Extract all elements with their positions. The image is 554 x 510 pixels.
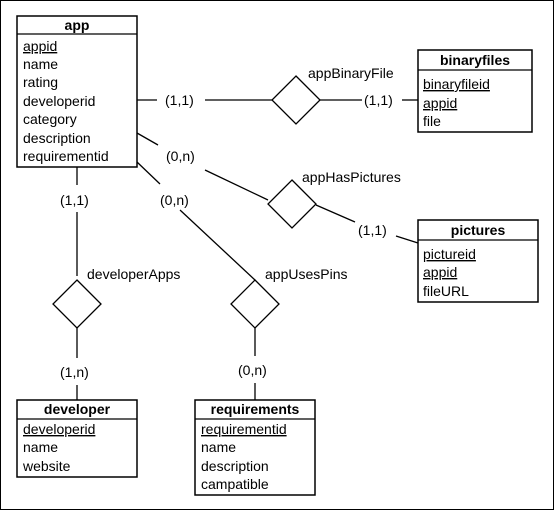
- attribute-file: file: [423, 113, 441, 129]
- attribute-binaryfileid: binaryfileid: [423, 76, 490, 92]
- cardinality-app-apphaspictures: (0,n): [166, 148, 195, 164]
- attribute-pictureid: pictureid: [423, 246, 476, 262]
- attribute-rating: rating: [23, 74, 58, 90]
- entity-box: [16, 399, 138, 478]
- entity-title: binaryfiles: [440, 52, 510, 68]
- cardinality-requirements-appusespins: (0,n): [238, 362, 267, 378]
- line-app-to-apphaspictures-b: [204, 169, 269, 201]
- cardinality-app-appbinaryfile: (1,1): [165, 92, 194, 108]
- entity-title: app: [65, 17, 90, 33]
- entity-title: developer: [44, 401, 111, 417]
- cardinality-app-appusespins: (0,n): [160, 192, 189, 208]
- relationship-diamond-appusespins: [230, 279, 280, 329]
- attribute-category: category: [23, 111, 77, 127]
- attribute-website: website: [22, 458, 71, 474]
- entity-developer: developer developerid name website: [16, 399, 138, 478]
- attribute-appid: appid: [423, 95, 457, 111]
- attribute-developerid: developerid: [23, 421, 95, 437]
- relationship-name-apphaspictures: appHasPictures: [302, 169, 401, 185]
- line-app-to-appusespins-b: [179, 209, 256, 281]
- entity-box: [16, 15, 138, 168]
- connector-lines: [76, 99, 419, 400]
- attribute-developerid: developerid: [23, 93, 95, 109]
- line-app-to-appusespins-a: [136, 161, 161, 185]
- cardinality-binaryfiles-appbinaryfile: (1,1): [364, 92, 393, 108]
- attribute-appid: appid: [423, 264, 457, 280]
- attribute-fileurl: fileURL: [423, 283, 469, 299]
- relationship-diamond-developerapps: [52, 279, 102, 329]
- relationship-name-developerapps: developerApps: [87, 266, 180, 282]
- attribute-description: description: [201, 458, 269, 474]
- attribute-requirementid: requirementid: [201, 421, 287, 437]
- entity-pictures: pictures pictureid appid fileURL: [417, 219, 539, 303]
- entity-requirements: requirements requirementid name descript…: [194, 399, 316, 496]
- line-app-to-apphaspictures-a: [136, 132, 159, 146]
- cardinality-developer-developerapps: (1,n): [60, 364, 89, 380]
- relationship-diamond-apphaspictures: [267, 179, 317, 229]
- attribute-description: description: [23, 130, 91, 146]
- attribute-name: name: [23, 56, 58, 72]
- entity-app: app appid name rating developerid catego…: [16, 15, 138, 168]
- entity-title: requirements: [211, 401, 300, 417]
- cardinality-app-developerapps: (1,1): [60, 192, 89, 208]
- cardinality-pictures-apphaspictures: (1,1): [358, 222, 387, 238]
- entity-binaryfiles: binaryfiles binaryfileid appid file: [417, 49, 533, 133]
- relationship-name-appusespins: appUsesPins: [265, 266, 348, 282]
- entity-title: pictures: [451, 222, 506, 238]
- line-apphaspictures-to-pictures-b: [395, 235, 419, 244]
- line-apphaspictures-to-pictures-a: [315, 204, 356, 223]
- relationship-diamond-appbinaryfile: [271, 75, 321, 125]
- entity-box: [417, 49, 533, 133]
- entity-box: [417, 219, 539, 303]
- attribute-campatible: campatible: [201, 476, 269, 492]
- attribute-name: name: [23, 439, 58, 455]
- attribute-appid: appid: [23, 38, 57, 54]
- attribute-requirementid: requirementid: [23, 148, 109, 164]
- relationship-name-appbinaryfile: appBinaryFile: [308, 65, 394, 81]
- attribute-name: name: [201, 439, 236, 455]
- entity-box: [194, 399, 316, 496]
